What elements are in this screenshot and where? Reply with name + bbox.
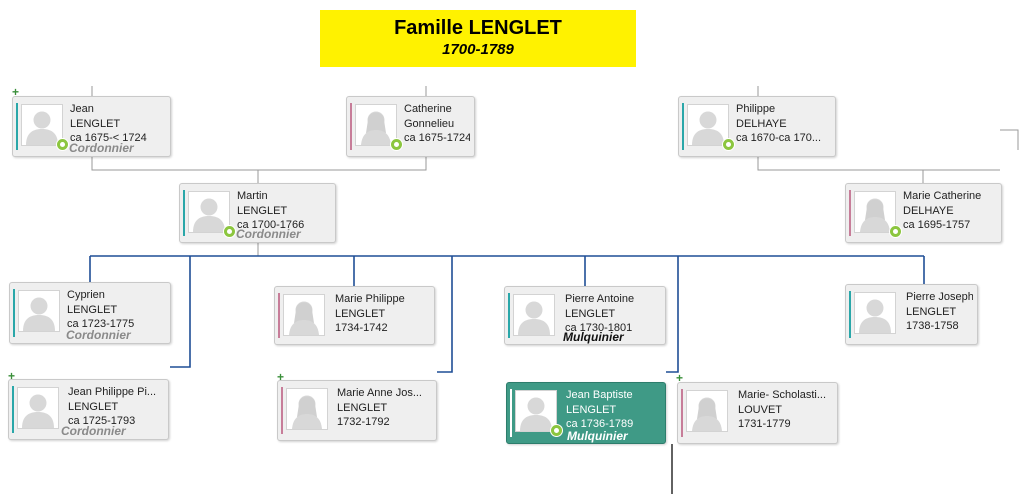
link-jean-baptiste <box>666 256 679 373</box>
last-name: Gonnelieu <box>404 117 455 130</box>
page-title: Famille LENGLET <box>394 17 562 39</box>
record-badge-icon <box>722 138 735 151</box>
person-card-marie-scholastique[interactable]: Marie- Scholasti... LOUVET 1731-1779 <box>677 382 838 444</box>
dates: ca 1670-ca 170... <box>736 132 822 144</box>
first-name: Jean Baptiste <box>566 389 633 401</box>
last-name: LENGLET <box>237 204 288 217</box>
dates: 1734-1742 <box>335 322 388 334</box>
last-name: DELHAYE <box>736 117 787 130</box>
link-philippe-wife <box>757 157 1000 171</box>
dates: ca 1695-1757 <box>903 219 971 231</box>
plus-icon[interactable]: + <box>8 369 16 383</box>
occupation: Cordonnier <box>61 424 126 438</box>
first-name: Catherine <box>404 103 452 115</box>
dates: ca 1736-1789 <box>566 418 634 430</box>
dates: ca 1700-1766 <box>237 219 305 231</box>
record-badge-icon <box>56 138 69 151</box>
last-name: LENGLET <box>566 403 617 416</box>
dates: 1731-1779 <box>738 418 791 430</box>
occupation: Mulquinier <box>563 330 624 344</box>
silhouette-icon <box>854 191 896 233</box>
silhouette-icon <box>17 387 59 429</box>
dates: ca 1675-< 1724 <box>70 132 147 144</box>
dates: ca 1725-1793 <box>68 415 136 427</box>
first-name: Jean Philippe Pi... <box>68 386 157 398</box>
first-name: Pierre Joseph <box>906 291 973 303</box>
occupation: Mulquinier <box>567 429 628 443</box>
title-banner: Famille LENGLET 1700-1789 <box>320 10 636 67</box>
last-name: LENGLET <box>337 401 388 414</box>
silhouette-icon <box>18 290 60 332</box>
silhouette-icon <box>355 104 397 146</box>
silhouette-icon <box>515 390 557 432</box>
silhouette-icon <box>21 104 63 146</box>
occupation: Cordonnier <box>66 328 131 342</box>
last-name: LENGLET <box>68 400 119 413</box>
silhouette-icon <box>686 390 728 432</box>
plus-icon[interactable]: + <box>277 370 285 384</box>
silhouette-icon <box>188 191 230 233</box>
plus-icon[interactable]: + <box>12 85 20 99</box>
silhouette-icon <box>286 388 328 430</box>
last-name: LENGLET <box>906 305 957 318</box>
dates: 1738-1758 <box>906 320 959 332</box>
occupation: Cordonnier <box>69 141 134 155</box>
person-card-marie-anne[interactable]: Marie Anne Jos... LENGLET 1732-1792 <box>277 380 437 441</box>
last-name: LOUVET <box>738 403 783 416</box>
plus-icon[interactable]: + <box>676 371 684 385</box>
dates: 1732-1792 <box>337 416 390 428</box>
link-jean-catherine <box>91 157 427 171</box>
record-badge-icon <box>390 138 403 151</box>
first-name: Marie Anne Jos... <box>337 387 422 399</box>
silhouette-icon <box>283 294 325 336</box>
last-name: LENGLET <box>70 117 121 130</box>
silhouette-icon <box>513 294 555 336</box>
first-name: Marie- Scholasti... <box>738 389 827 401</box>
link-marie-anne <box>437 256 453 373</box>
dates: ca 1730-1801 <box>565 322 633 334</box>
first-name: Cyprien <box>67 289 105 301</box>
first-name: Marie Philippe <box>335 293 405 305</box>
dates: ca 1675-1724 <box>404 132 470 144</box>
first-name: Martin <box>237 190 268 202</box>
last-name: LENGLET <box>565 307 616 320</box>
first-name: Marie Catherine <box>903 190 982 202</box>
first-name: Philippe <box>736 103 776 115</box>
record-badge-icon <box>223 225 236 238</box>
first-name: Jean <box>70 103 94 115</box>
last-name: LENGLET <box>67 303 118 316</box>
last-name: DELHAYE <box>903 204 954 217</box>
person-card-jean-philippe[interactable]: Jean Philippe Pi... LENGLET ca 1725-1793 C… <box>8 379 169 440</box>
occupation: Cordonnier <box>236 227 301 241</box>
page-years: 1700-1789 <box>442 41 514 58</box>
record-badge-icon <box>889 225 902 238</box>
last-name: LENGLET <box>335 307 386 320</box>
silhouette-icon <box>854 292 896 334</box>
silhouette-icon <box>687 104 729 146</box>
link-jean-philippe <box>170 256 191 368</box>
dates: ca 1723-1775 <box>67 318 135 330</box>
first-name: Pierre Antoine <box>565 293 635 305</box>
record-badge-icon <box>550 424 563 437</box>
